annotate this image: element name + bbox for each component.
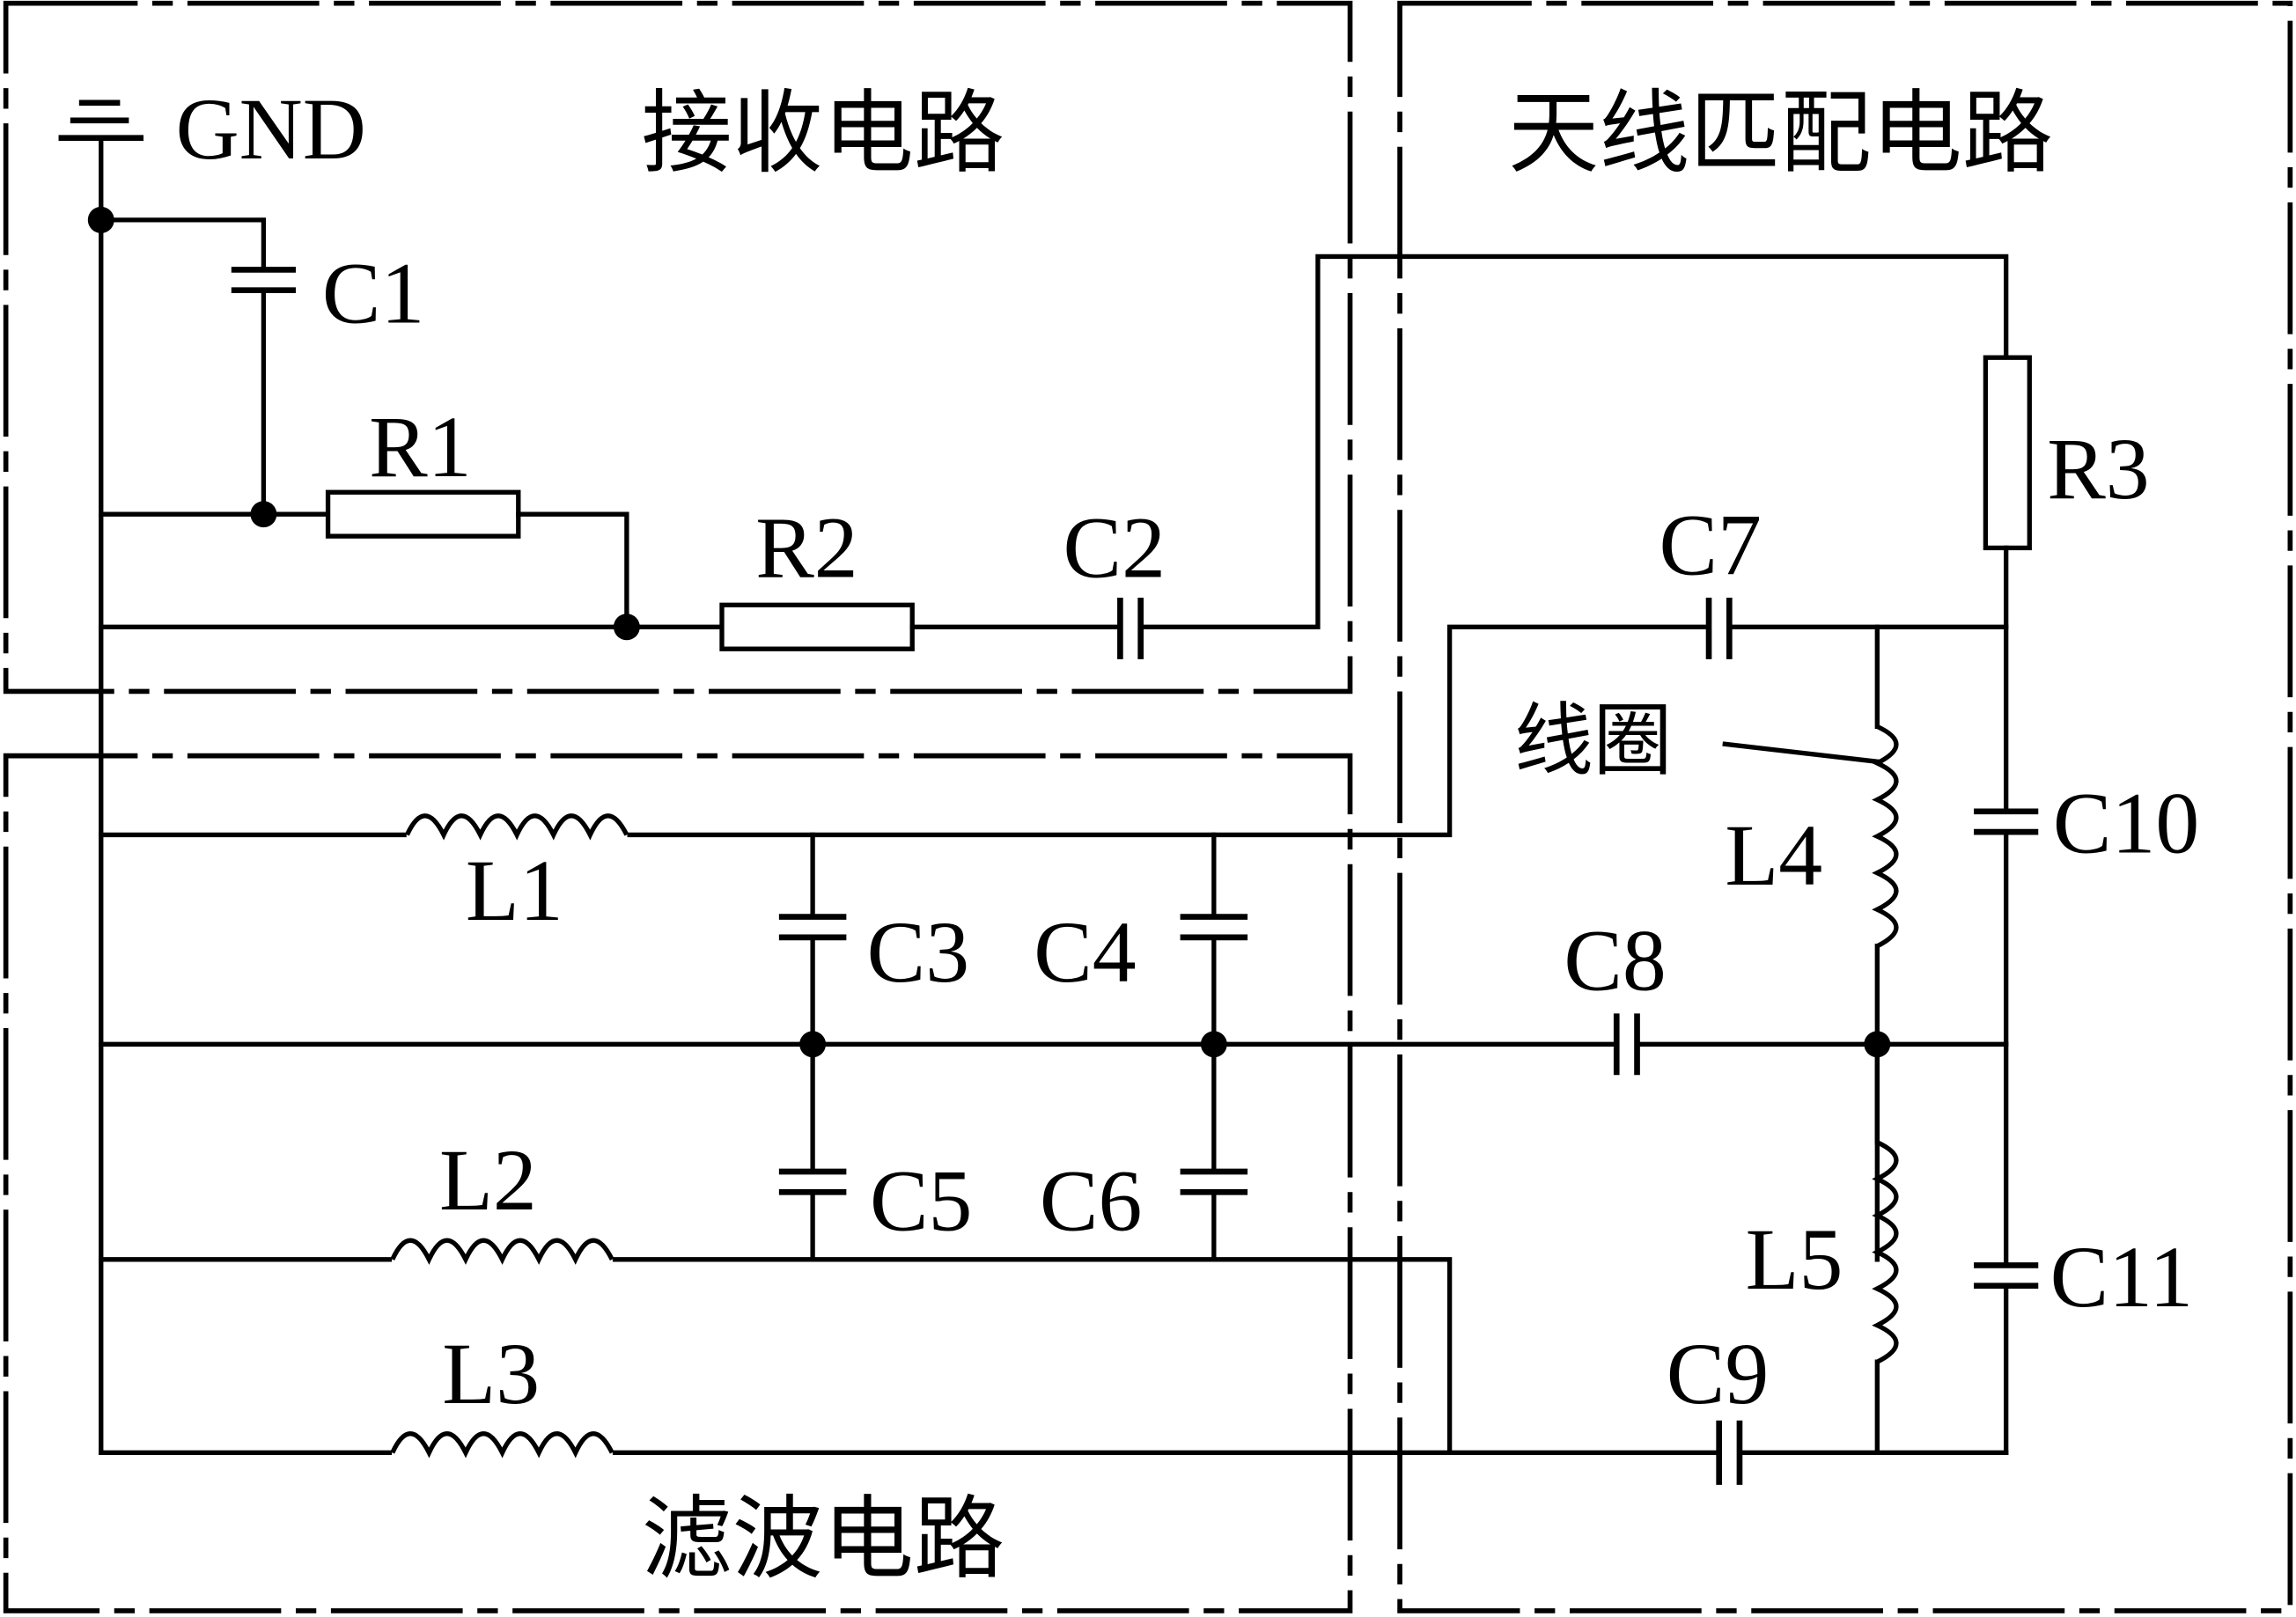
receive-circuit: C1 R1 R2 C2 xyxy=(87,206,2009,659)
label-c7: C7 xyxy=(1659,496,1761,593)
label-c6: C6 xyxy=(1040,1152,1142,1250)
label-c3: C3 xyxy=(867,903,969,1001)
label-c11: C11 xyxy=(2050,1228,2194,1326)
capacitor-c11 xyxy=(1974,1262,2039,1290)
inductor-l2 xyxy=(390,1238,614,1265)
label-c5: C5 xyxy=(870,1152,972,1250)
filter-circuit-title: 滤波电路 xyxy=(642,1486,1004,1591)
inductor-l5-coil xyxy=(1872,1140,1899,1364)
label-c2: C2 xyxy=(1063,499,1166,597)
label-r2: R2 xyxy=(755,499,857,597)
resistor-r2 xyxy=(719,602,915,651)
coil-leader-line xyxy=(1722,741,1880,765)
junction-dot xyxy=(799,1031,827,1058)
capacitor-c1 xyxy=(231,267,296,294)
label-c9: C9 xyxy=(1667,1325,1769,1422)
label-l3: L3 xyxy=(442,1325,540,1422)
capacitor-c4 xyxy=(1180,914,1248,941)
section-boundaries xyxy=(3,0,2293,1613)
label-l1: L1 xyxy=(466,842,563,939)
antenna-circuit-title: 天线匹配电路 xyxy=(1508,81,2053,187)
label-l4: L4 xyxy=(1725,806,1822,904)
resistor-r1 xyxy=(325,489,521,539)
resistor-r3 xyxy=(1983,355,2032,551)
capacitor-c7 xyxy=(1705,597,1733,659)
capacitor-c9 xyxy=(1716,1420,1743,1485)
inductor-l4-coil xyxy=(1872,724,1899,949)
filter-circuit: L1 C3 C4 C5 C6 xyxy=(99,624,1719,1459)
inductor-l3 xyxy=(390,1431,614,1459)
capacitor-c2 xyxy=(1117,597,1144,659)
capacitor-c5 xyxy=(778,1168,847,1195)
capacitor-c6 xyxy=(1180,1168,1248,1195)
ground-label: GND xyxy=(176,80,366,178)
capacitor-c8 xyxy=(1613,1013,1640,1076)
label-l5: L5 xyxy=(1746,1210,1843,1308)
coil-label: 线圈 xyxy=(1514,695,1673,787)
capacitor-c10 xyxy=(1974,808,2039,835)
antenna-circuit: R3 C7 L4 线圈 C10 C8 xyxy=(1514,355,2199,1485)
filter-circuit-boundary xyxy=(3,753,1353,1613)
label-l2: L2 xyxy=(439,1131,537,1229)
receive-circuit-title: 接收电路 xyxy=(642,81,1004,187)
label-c8: C8 xyxy=(1564,912,1666,1010)
ground-icon xyxy=(58,99,144,142)
antenna-circuit-boundary xyxy=(1397,0,2293,1613)
inductor-l1 xyxy=(404,813,629,841)
label-r3: R3 xyxy=(2047,420,2149,518)
label-c10: C10 xyxy=(2053,774,2199,871)
junction-dot xyxy=(1200,1031,1227,1058)
label-c4: C4 xyxy=(1034,903,1136,1001)
label-c1: C1 xyxy=(322,244,424,342)
label-r1: R1 xyxy=(369,398,471,496)
capacitor-c3 xyxy=(778,914,847,941)
receive-circuit-boundary xyxy=(3,0,1353,695)
